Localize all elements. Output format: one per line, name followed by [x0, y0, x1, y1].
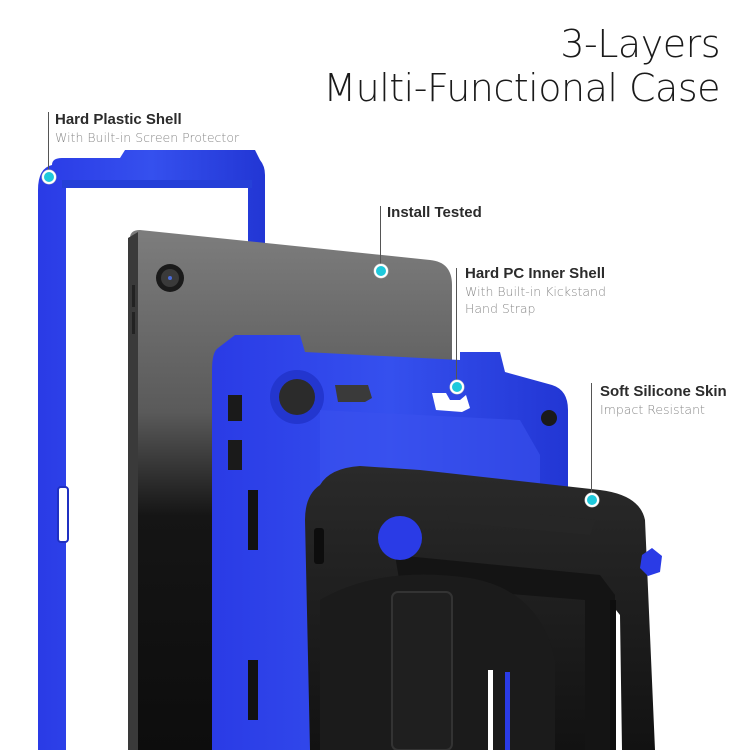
callout-heading: Soft Silicone Skin	[600, 383, 727, 400]
callout-subtext: Impact Resistant	[600, 402, 705, 417]
callout-heading: Install Tested	[387, 204, 482, 221]
callout-marker-dot	[585, 493, 599, 507]
callout-leader-line	[456, 268, 457, 382]
callout-marker-dot	[42, 170, 56, 184]
title-line-1: 3-Layers	[560, 22, 720, 66]
title-line-2: Multi-Functional Case	[323, 66, 720, 110]
callout-subtext: Hand Strap	[465, 301, 536, 316]
callout-install-tested: Install Tested	[387, 204, 482, 222]
callout-leader-line	[380, 206, 381, 266]
callout-marker-dot	[450, 380, 464, 394]
callout-heading: Hard Plastic Shell	[55, 111, 182, 128]
callout-soft-silicone-skin: Soft Silicone Skin Impact Resistant	[600, 383, 727, 418]
callout-marker-dot	[374, 264, 388, 278]
callout-hard-plastic-shell: Hard Plastic Shell With Built-in Screen …	[55, 111, 239, 146]
callout-subtext: With Built-in Screen Protector	[55, 130, 240, 145]
callout-leader-line	[48, 112, 49, 174]
callout-leader-line	[591, 383, 592, 495]
callout-subtext: With Built-in Kickstand	[465, 284, 606, 299]
callout-heading: Hard PC Inner Shell	[465, 265, 606, 282]
callout-hard-pc-inner-shell: Hard PC Inner Shell With Built-in Kickst…	[465, 265, 606, 317]
soft-silicone-skin	[305, 466, 662, 750]
